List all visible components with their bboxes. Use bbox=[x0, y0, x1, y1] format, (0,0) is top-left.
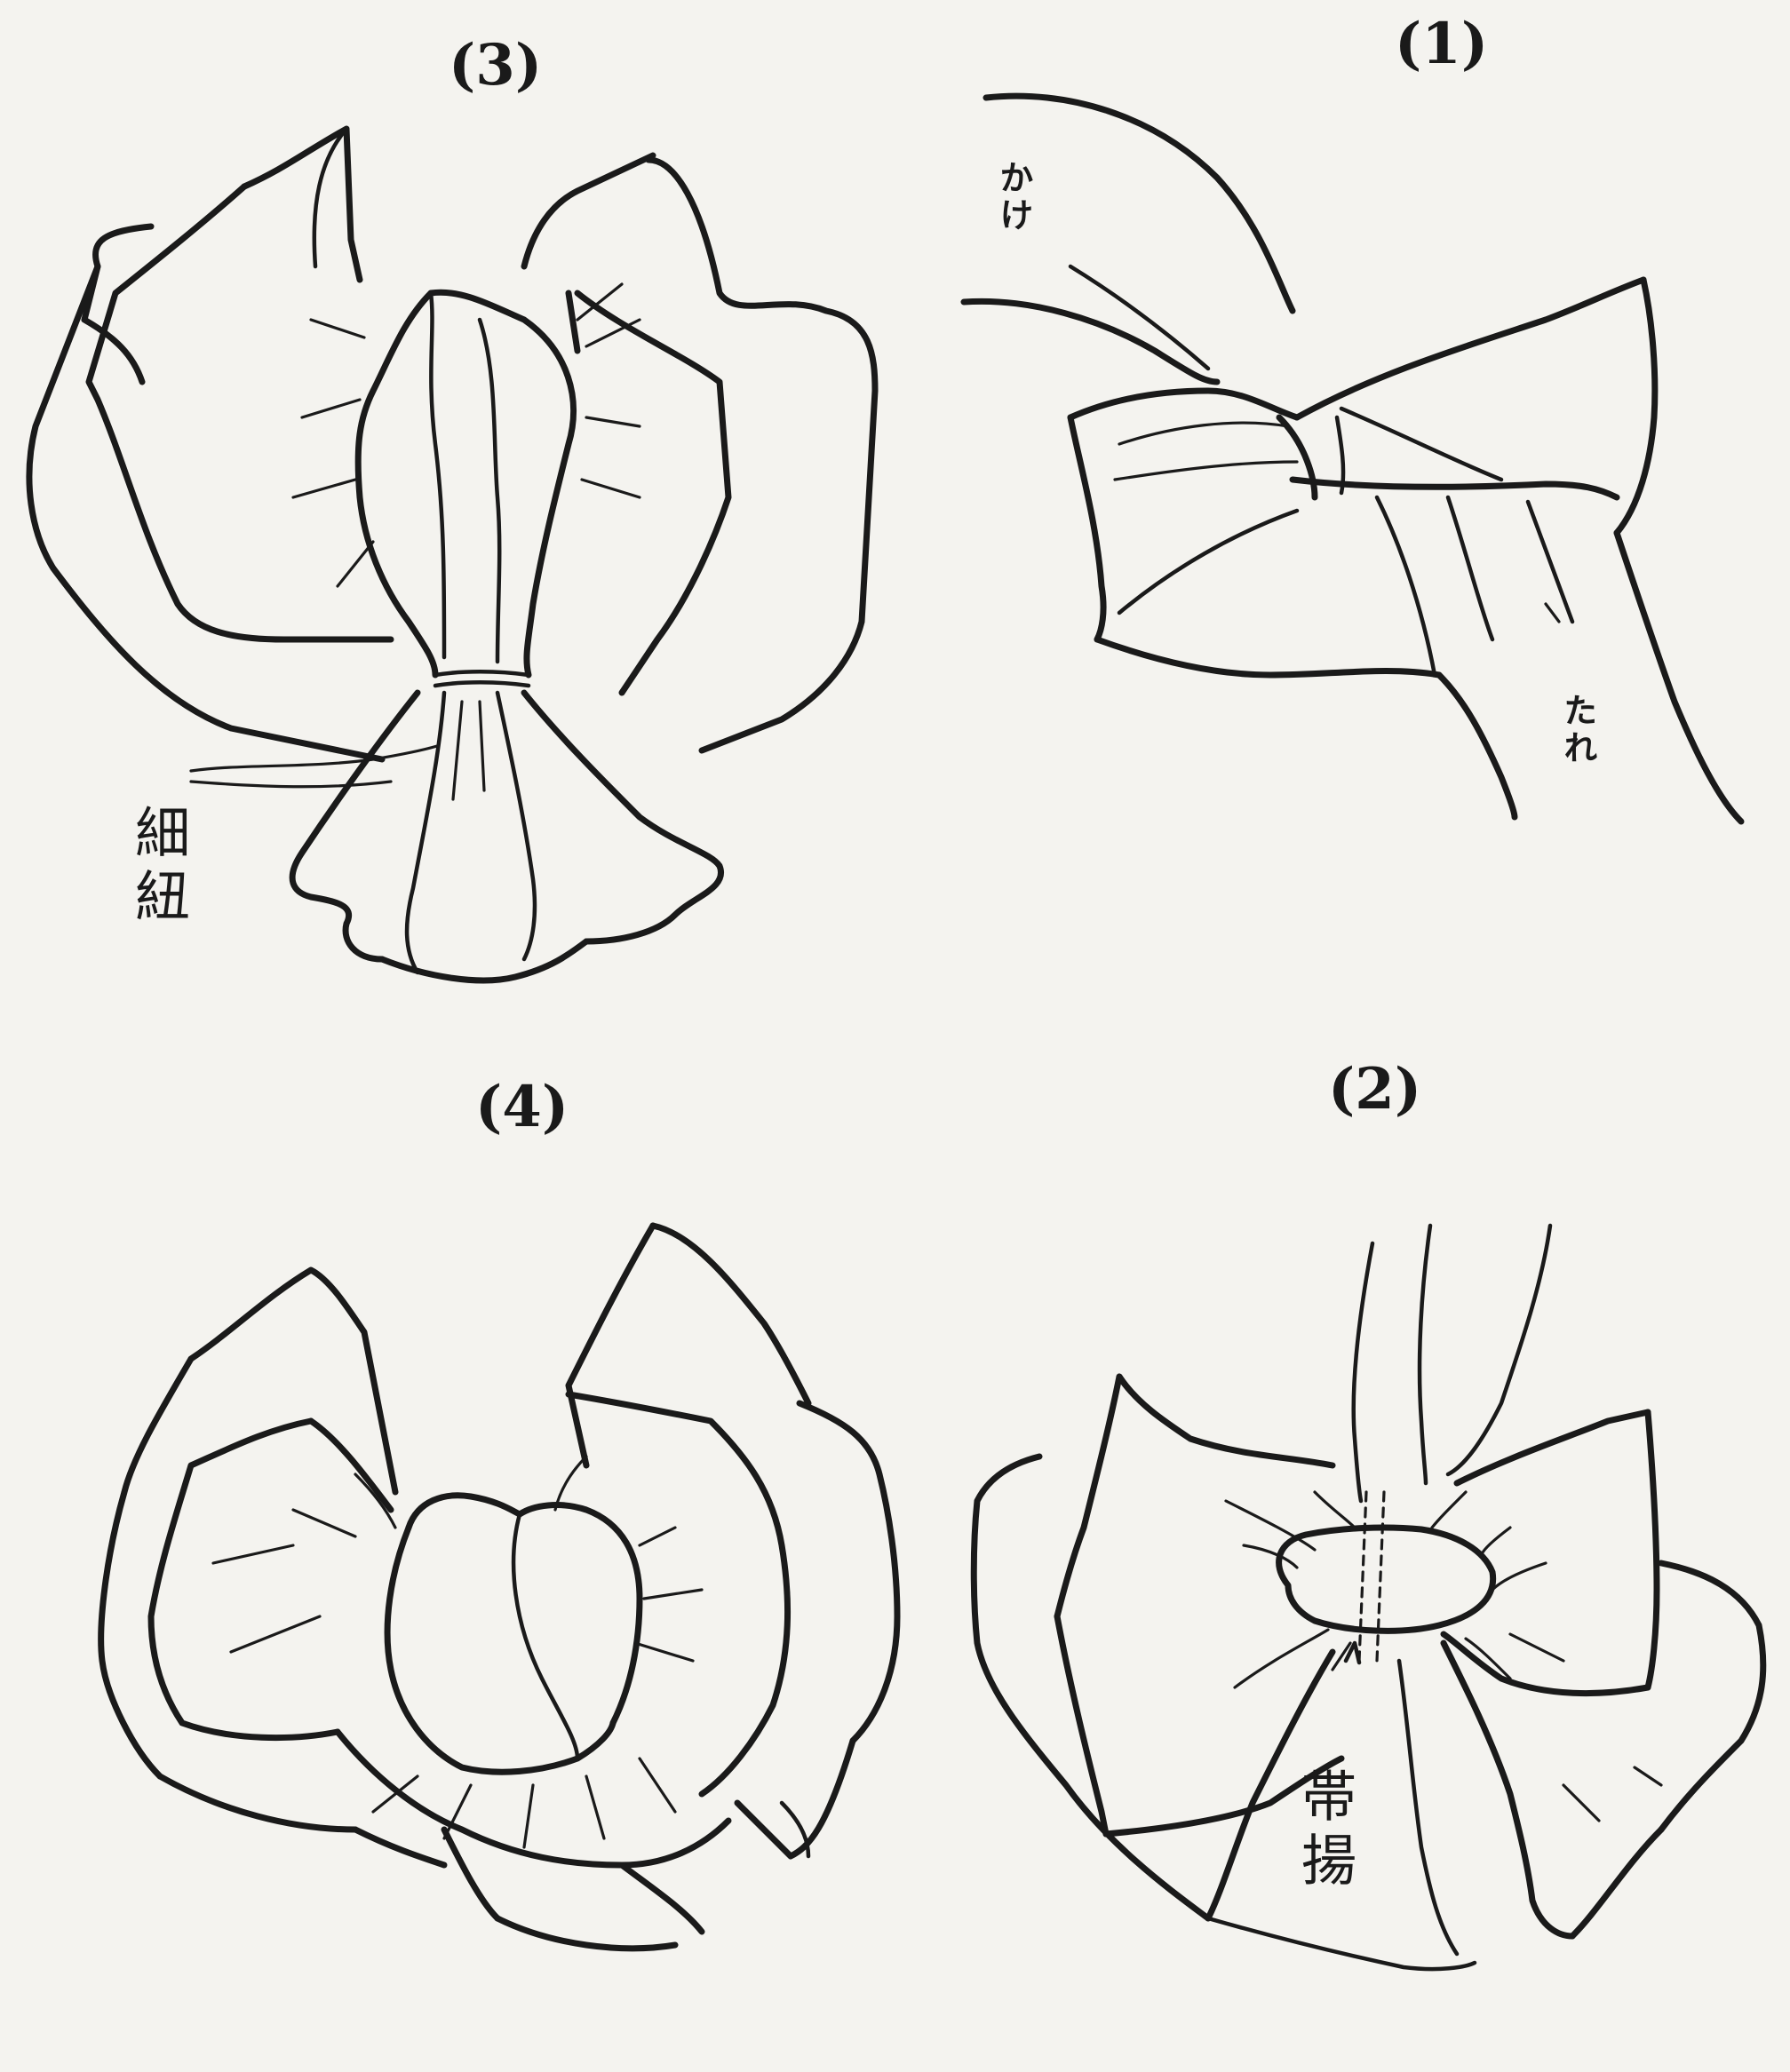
figure-1-drawing bbox=[964, 96, 1741, 822]
figure-4-number: (4) bbox=[475, 1079, 569, 1136]
label-hosohimo: 細紐 bbox=[129, 804, 187, 932]
label-tare: たれ bbox=[1559, 693, 1595, 767]
figure-2-number: (2) bbox=[1328, 1061, 1421, 1118]
figure-3-number: (3) bbox=[449, 37, 542, 94]
label-kake: かけ bbox=[995, 160, 1030, 234]
label-obiage: 帯揚 bbox=[1295, 1767, 1353, 1895]
figure-1-number: (1) bbox=[1395, 16, 1488, 73]
figure-4-drawing bbox=[101, 1226, 897, 1949]
figure-2-drawing bbox=[974, 1226, 1763, 1969]
